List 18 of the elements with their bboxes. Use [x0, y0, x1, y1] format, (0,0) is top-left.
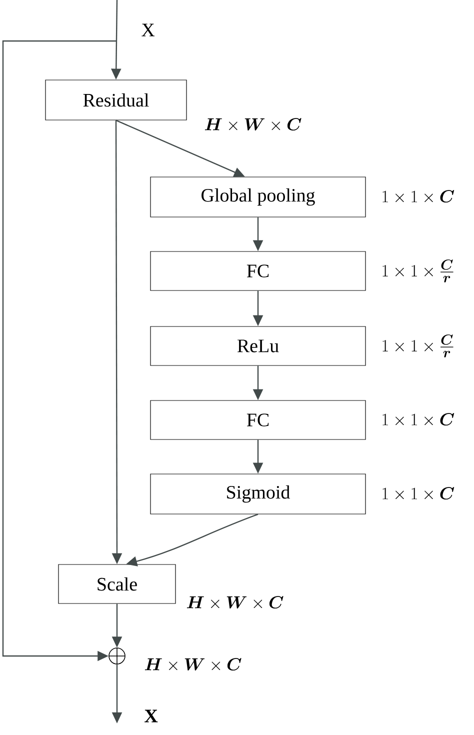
process-box: Residual [45, 80, 187, 120]
process-box: Sigmoid [150, 474, 366, 514]
process-box: Global pooling [150, 176, 366, 218]
dimension-label: $1\times 1\times\frac{\boldsymbol{C}}{\boldsymbol{r}}$ [382, 334, 454, 358]
signal-label: X [142, 24, 155, 36]
dimension-label: $\boldsymbol{H}\times\boldsymbol{W}\times\boldsymbol{C}$ [204, 118, 302, 130]
dimension-label: $1\times 1\times\boldsymbol{C}$ [382, 413, 454, 426]
dimension-label: $1\times 1\times\frac{\boldsymbol{C}}{\boldsymbol{r}}$ [382, 259, 454, 282]
sum-symbol [108, 648, 126, 664]
process-box: FC [150, 251, 366, 291]
dimension-label: $1\times 1\times\boldsymbol{C}$ [382, 190, 454, 202]
signal-label: X [144, 710, 158, 722]
process-box: FC [150, 400, 366, 440]
process-box: ReLu [150, 326, 366, 366]
dimension-label: $\boldsymbol{H}\times\boldsymbol{W}\times\boldsymbol{C}$ [186, 596, 284, 608]
dimension-label: $\boldsymbol{H}\times\boldsymbol{W}\times\boldsymbol{C}$ [144, 658, 242, 670]
dimension-label: $1\times 1\times\boldsymbol{C}$ [382, 487, 454, 500]
process-box: Scale [58, 564, 176, 604]
